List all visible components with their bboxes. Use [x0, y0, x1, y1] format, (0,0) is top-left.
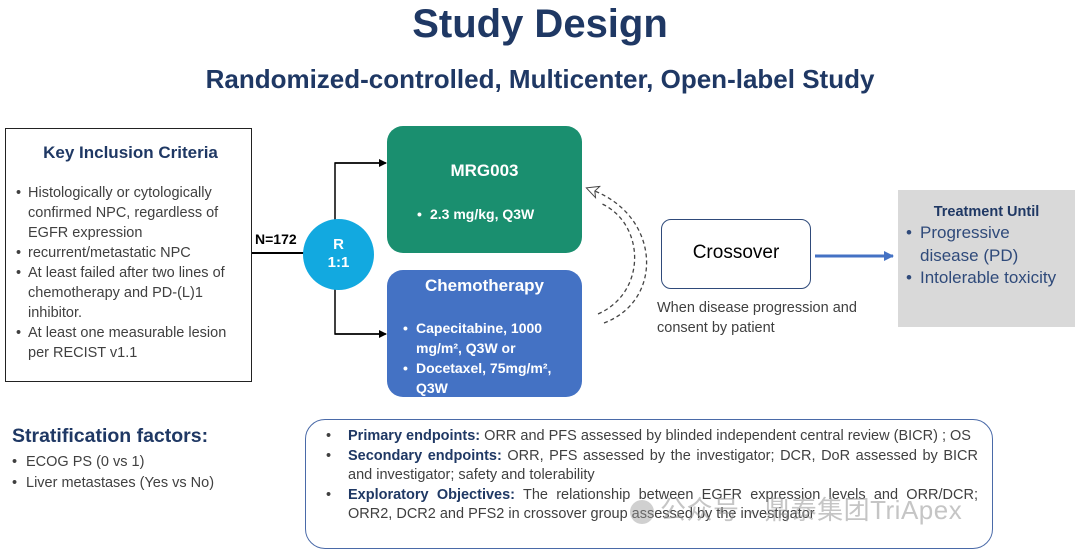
stratification-section: Stratification factors: ECOG PS (0 vs 1)… — [12, 425, 297, 494]
chemotherapy-arm-list: Capecitabine, 1000 mg/m², Q3W or Docetax… — [403, 318, 578, 398]
endpoint-text: The relationship between EGFR expression… — [348, 486, 978, 523]
endpoints-box: Primary endpoints: ORR and PFS assessed … — [305, 419, 993, 549]
treatment-until-box: Treatment Until Progressive disease (PD)… — [898, 190, 1075, 327]
endpoint-item: Primary endpoints: ORR and PFS assessed … — [326, 427, 978, 447]
crossover-box: Crossover — [661, 219, 811, 289]
stratification-title: Stratification factors: — [12, 425, 209, 447]
chemotherapy-item: Docetaxel, 75mg/m², Q3W — [403, 358, 578, 398]
sample-size-label: N=172 — [255, 231, 297, 247]
wechat-logo-icon — [630, 500, 654, 525]
endpoint-text: ORR and PFS assessed by blinded independ… — [480, 428, 971, 444]
inclusion-item: At least one measurable lesion per RECIS… — [16, 323, 245, 363]
chemotherapy-arm-title: Chemotherapy — [424, 276, 545, 295]
randomization-ratio: 1:1 — [327, 254, 350, 271]
page-subtitle: Randomized-controlled, Multicenter, Open… — [205, 64, 875, 94]
inclusion-item: Histologically or cytologically confirme… — [16, 183, 245, 243]
chemotherapy-item: Capecitabine, 1000 mg/m², Q3W or — [403, 318, 578, 358]
mrg003-arm-dose: 2.3 mg/kg, Q3W — [417, 204, 612, 224]
randomization-circle: R 1:1 — [303, 219, 374, 290]
watermark: 公众号 · 鼎泰集团TriApex — [630, 490, 962, 527]
stratification-item: ECOG PS (0 vs 1) — [12, 452, 297, 473]
endpoint-text: ORR, PFS assessed by the investigator; D… — [348, 447, 978, 484]
crossover-note: When disease progression and consent by … — [657, 300, 857, 336]
endpoint-item: Exploratory Objectives: The relationship… — [326, 486, 978, 525]
treatment-until-item: Progressive disease (PD) — [906, 222, 1067, 267]
inclusion-criteria-box: Key Inclusion Criteria Histologically or… — [5, 128, 252, 382]
inclusion-item: recurrent/metastatic NPC — [16, 243, 245, 263]
chemotherapy-arm-box: Chemotherapy Capecitabine, 1000 mg/m², Q… — [387, 270, 582, 397]
watermark-text: 公众号 · 鼎泰集团TriApex — [660, 495, 963, 525]
crossover-curved-arrow-inner — [597, 202, 636, 315]
page-title: Study Design — [412, 2, 668, 46]
mrg003-arm-box: MRG003 2.3 mg/kg, Q3W — [387, 126, 582, 253]
randomization-r: R — [333, 236, 344, 253]
treatment-until-title: Treatment Until — [933, 204, 1040, 220]
endpoint-label: Primary endpoints: — [348, 428, 481, 444]
inclusion-criteria-title: Key Inclusion Criteria — [43, 143, 218, 162]
stratification-item: Liver metastases (Yes vs No) — [12, 473, 297, 494]
endpoint-label: Secondary endpoints: — [348, 447, 502, 464]
inclusion-item: At least failed after two lines of chemo… — [16, 263, 245, 323]
treatment-until-item: Intolerable toxicity — [906, 267, 1067, 290]
endpoint-label: Exploratory Objectives: — [348, 486, 515, 503]
crossover-curved-arrow — [592, 190, 648, 324]
endpoint-item: Secondary endpoints: ORR, PFS assessed b… — [326, 447, 978, 486]
mrg003-arm-title: MRG003 — [450, 161, 519, 180]
